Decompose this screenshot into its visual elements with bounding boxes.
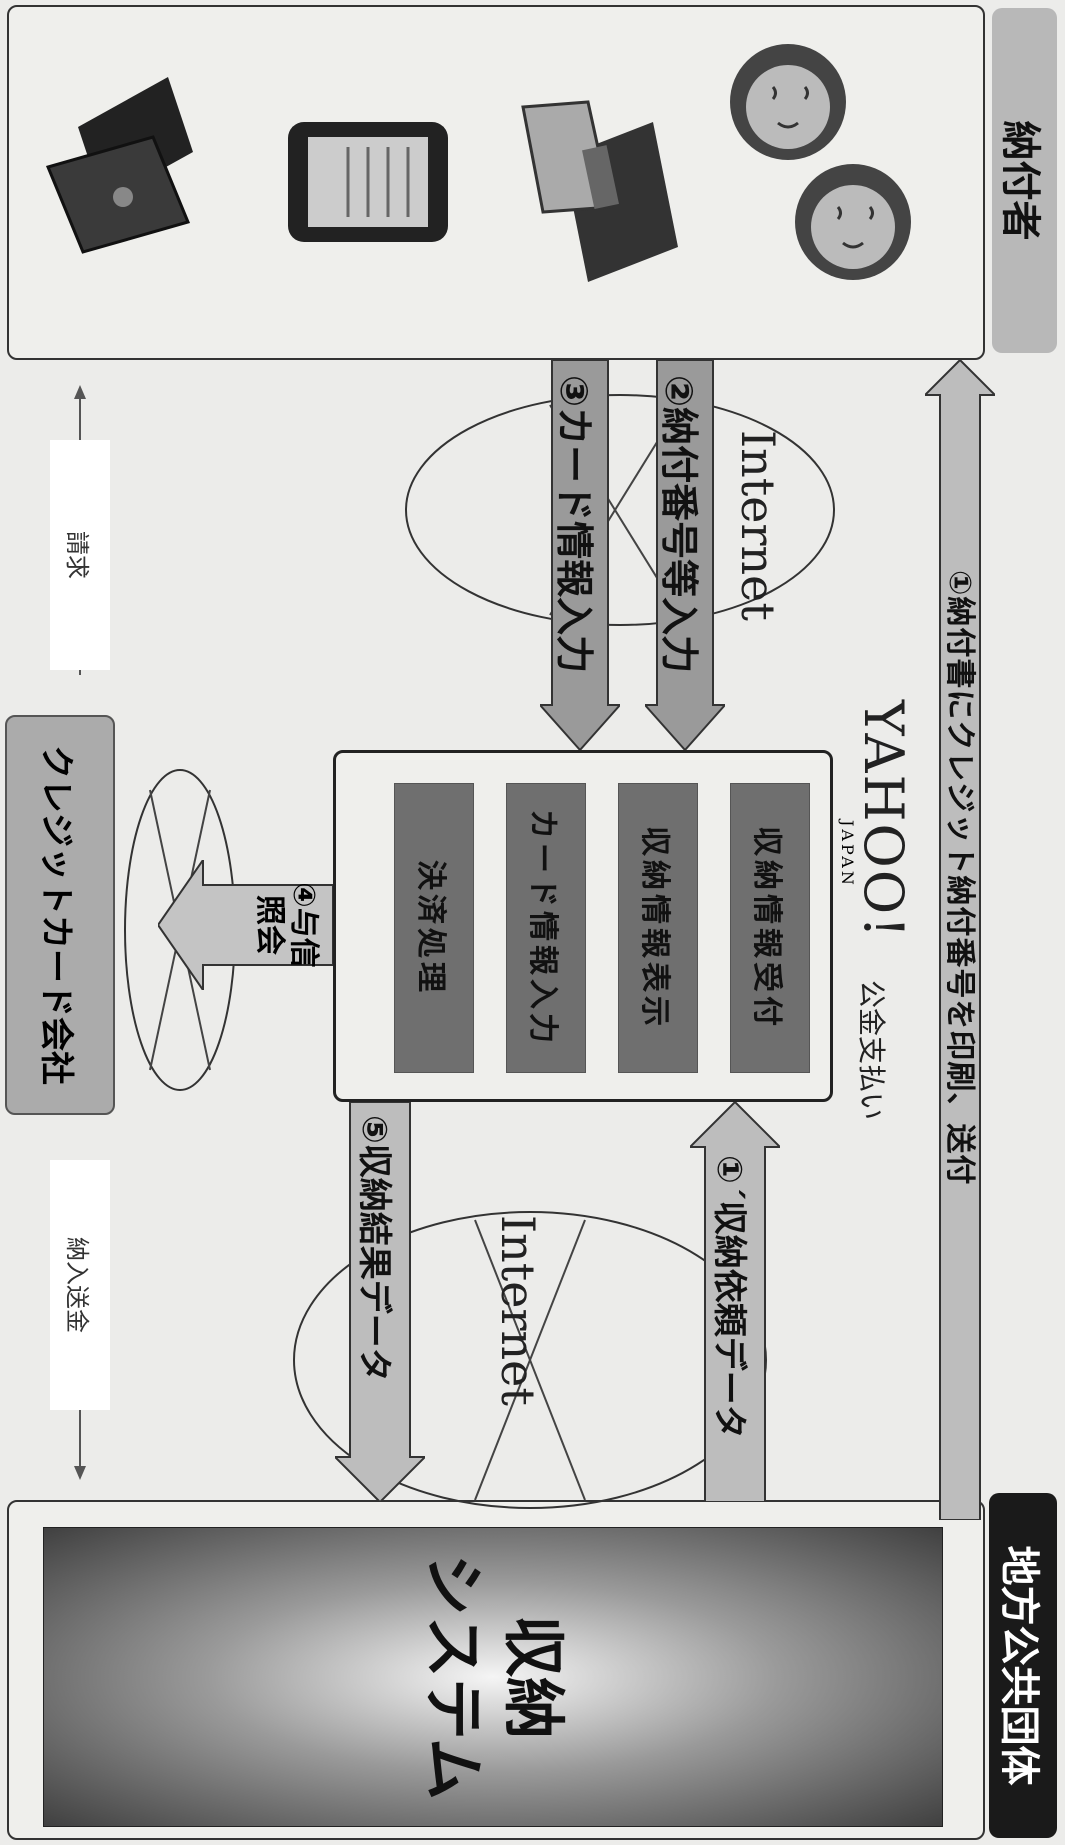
arrow-step1 (925, 360, 995, 1520)
function-display: 収納情報表示 (618, 783, 698, 1073)
arrow-step3 (540, 360, 620, 750)
credit-card-company-box: クレジットカード会社 (5, 715, 115, 1115)
yahoo-logo-text: YAHOO! (852, 700, 915, 940)
yahoo-payment-box: 収納情報受付 収納情報表示 カード情報入力 決済処理 (333, 750, 833, 1102)
local-gov-tab-label: 地方公共団体 (996, 1545, 1042, 1786)
laptop-icon (521, 100, 678, 282)
step1b-label: ①´収納依頼データ (709, 1155, 749, 1439)
function-receive: 収納情報受付 (730, 783, 810, 1073)
step1-label: ①納付書にクレジット納付番号を印刷、送付 (942, 570, 977, 1186)
arrow-step1b (690, 1102, 780, 1502)
shuno-system-label: 収納 システム (417, 1553, 570, 1801)
person-icon (730, 44, 846, 160)
function-card-input: カード情報入力 (506, 783, 586, 1073)
payer-tab: 納付者 (992, 8, 1057, 353)
internet-label-top: Internet (731, 430, 785, 621)
step5-label: ⑤収納結果データ (354, 1115, 394, 1382)
step4-label: ④与信照会 (252, 882, 321, 968)
yahoo-service-label: 公金支払い (855, 980, 888, 1121)
internet-label-bottom: Internet (491, 1215, 545, 1406)
arrow-step2 (645, 360, 725, 750)
arrow-step5 (335, 1102, 425, 1502)
credit-card-company-label: クレジットカード会社 (36, 745, 77, 1085)
arrow-step4 (158, 860, 333, 990)
billing-label: 請求 (50, 440, 110, 670)
payer-tab-label: 納付者 (997, 120, 1044, 241)
local-gov-tab: 地方公共団体 (989, 1493, 1057, 1838)
payer-device-panel (7, 5, 985, 360)
yahoo-logo: YAHOO! JAPAN (825, 700, 915, 1000)
yahoo-japan-text: JAPAN (838, 820, 857, 888)
local-gov-panel: 収納 システム (7, 1500, 985, 1840)
remittance-label: 納入送金 (50, 1160, 110, 1410)
device-illustrations (45, 44, 911, 282)
flip-phone-icon (45, 77, 193, 254)
step3-label: ③カード情報入力 (552, 375, 596, 674)
shuno-system-box: 収納 システム (43, 1527, 943, 1827)
smartphone-icon (288, 122, 448, 242)
step2-label: ②納付番号等入力 (657, 375, 701, 674)
function-settlement: 決済処理 (394, 783, 474, 1073)
person-icon (795, 164, 911, 280)
